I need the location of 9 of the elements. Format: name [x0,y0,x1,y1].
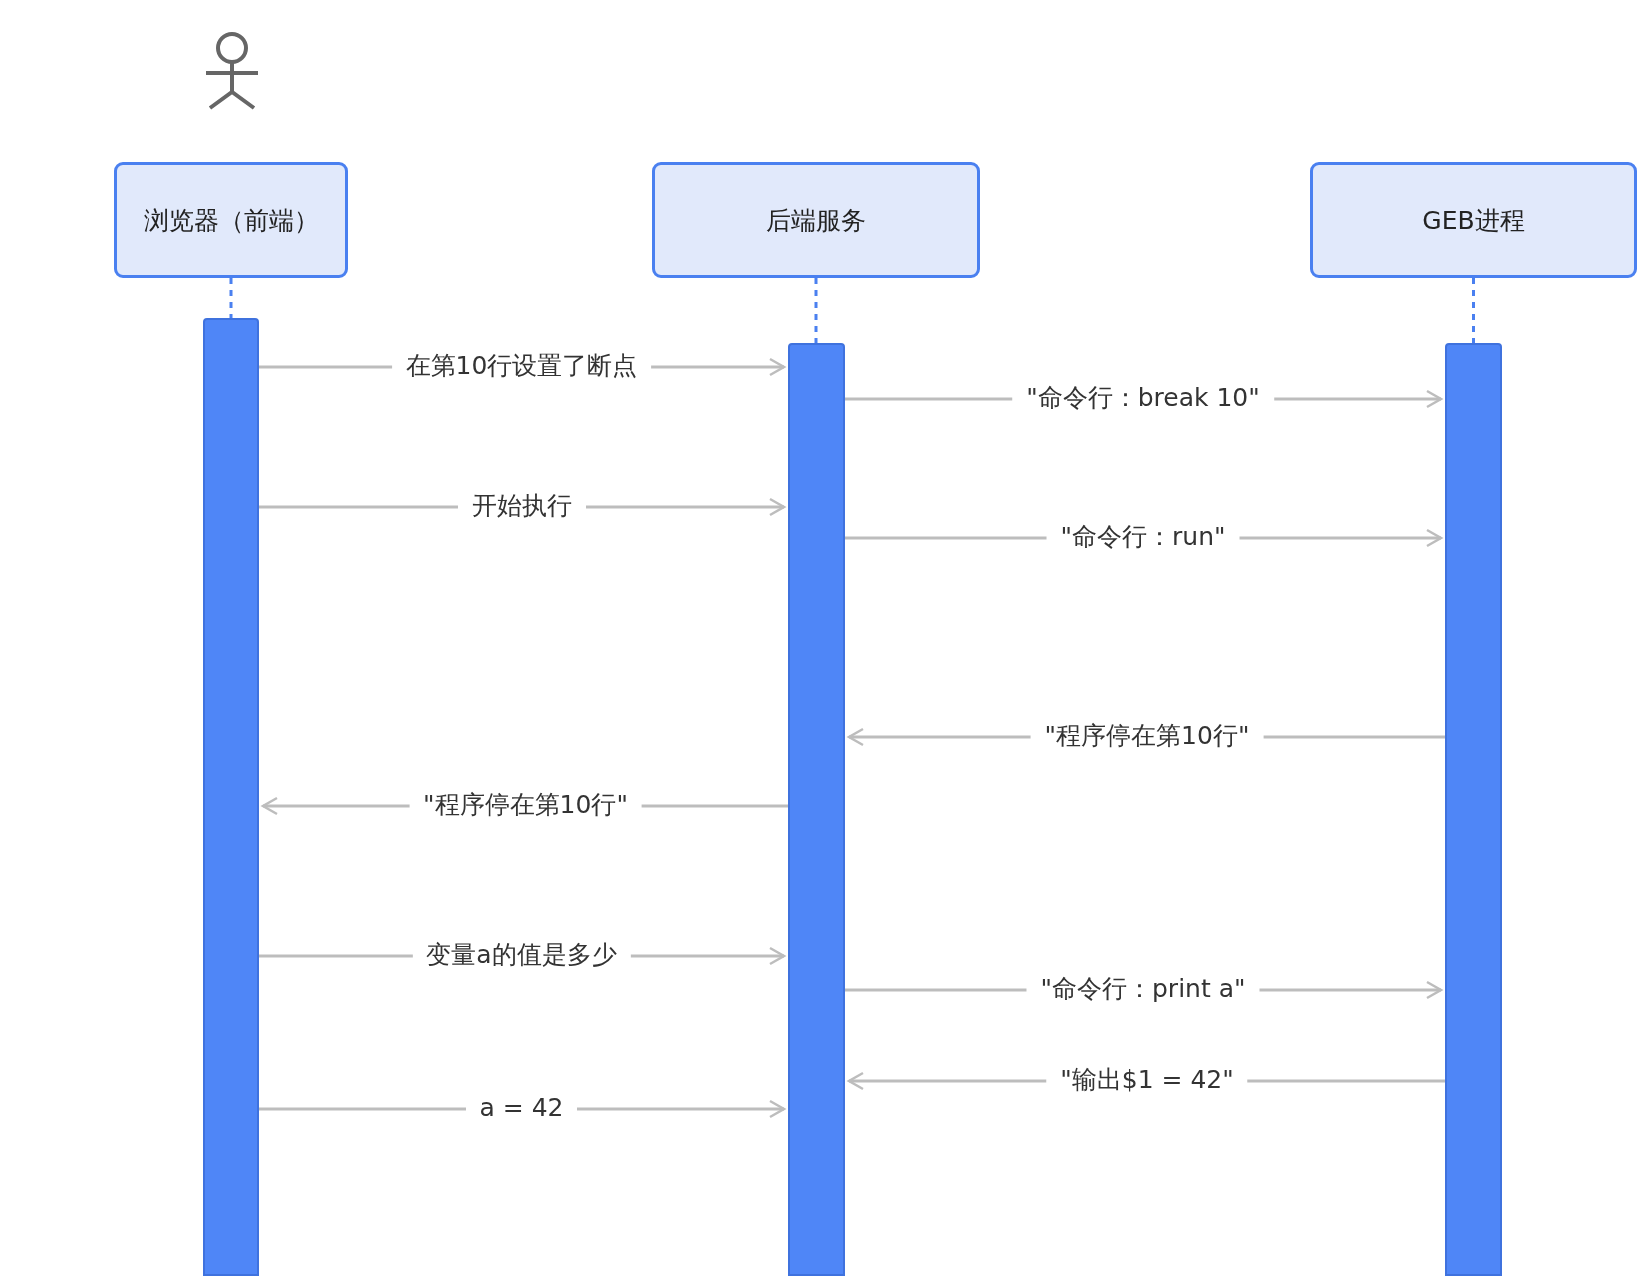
participant-box: 浏览器（前端） [114,162,348,278]
lifeline [229,278,233,318]
participant-box: 后端服务 [652,162,980,278]
lifeline [814,278,818,343]
activation-bar [788,343,845,1276]
activation-bar [1445,343,1502,1276]
activation-bar [203,318,259,1276]
lifeline [1472,278,1475,343]
participant-box: GEB进程 [1310,162,1637,278]
